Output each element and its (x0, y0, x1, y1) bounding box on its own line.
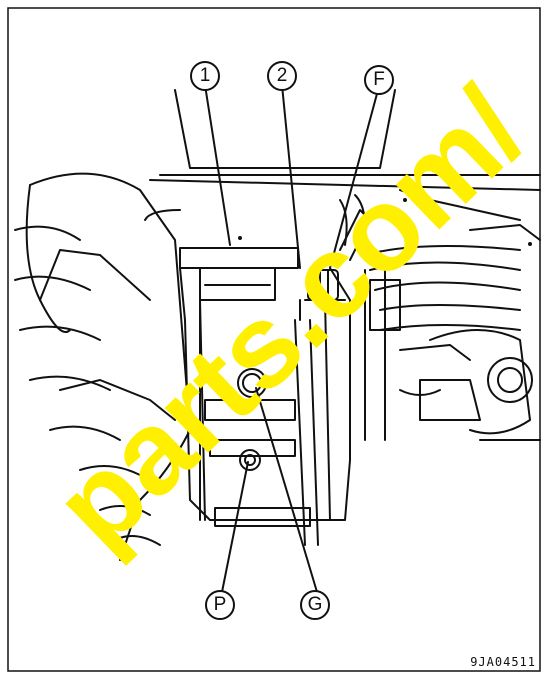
callout-F: F (364, 65, 394, 95)
callout-P: P (205, 590, 235, 620)
figure-border (7, 7, 541, 672)
cab-outline (174, 89, 396, 169)
tire-outline (29, 172, 191, 561)
drain-plug (239, 449, 261, 471)
leader-2 (281, 84, 301, 269)
callout-2: 2 (267, 61, 297, 91)
callout-G: G (300, 590, 330, 620)
leader-P (221, 461, 249, 593)
leader-F (329, 89, 379, 269)
figure-code: 9JA04511 (470, 655, 536, 669)
callout-1: 1 (190, 61, 220, 91)
leader-G (255, 387, 318, 593)
lever (339, 209, 371, 261)
leader-1 (204, 84, 231, 246)
fender (144, 209, 181, 221)
tank-top-bracket (179, 247, 299, 269)
hoses (364, 245, 521, 256)
sight-gauge (237, 368, 267, 398)
tank-body (179, 267, 351, 521)
